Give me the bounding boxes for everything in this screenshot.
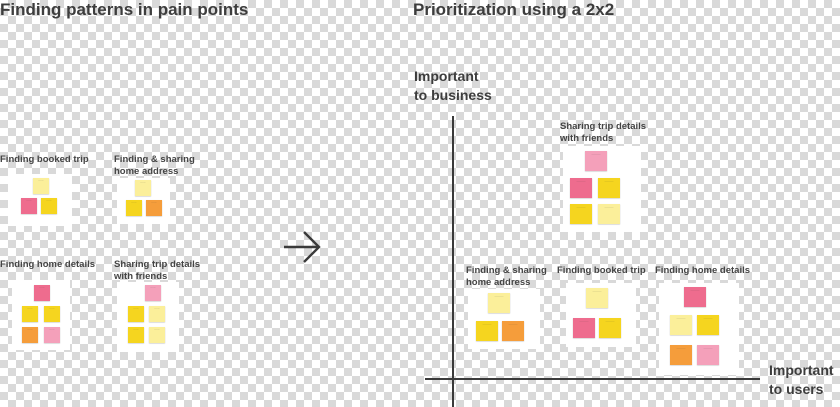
- sticky-note: ······: [34, 285, 50, 301]
- cluster-finding-home-details: ······ ······ ······ ······ ······: [12, 280, 70, 350]
- right-section-title: Prioritization using a 2x2: [413, 0, 615, 19]
- cluster-finding-booked-trip: ········· ········· ·········: [566, 283, 636, 347]
- sticky-note: ·········: [586, 288, 608, 308]
- cluster-sharing-trip-details: ········· ········· ········· ········· …: [563, 146, 641, 232]
- sticky-note: ······: [126, 200, 142, 216]
- sticky-note: ······: [41, 198, 57, 214]
- y-axis-line: [452, 116, 454, 407]
- cluster-label-finding-home-details: Finding home details: [0, 259, 96, 270]
- sticky-note: ······: [128, 327, 144, 343]
- sticky-note: ·········: [598, 204, 620, 224]
- sticky-note: ······: [149, 327, 165, 343]
- sticky-note: ·········: [598, 178, 620, 198]
- sticky-note: ······: [33, 178, 49, 194]
- sticky-note: ·········: [488, 293, 510, 313]
- cluster-finding-sharing-home-address: ········· ········· ·········: [468, 289, 540, 349]
- left-section-title: Finding patterns in pain points: [0, 0, 249, 19]
- cluster-finding-booked-trip: ······ ······ ······: [8, 174, 72, 226]
- sticky-note: ·········: [570, 178, 592, 198]
- cluster-label-finding-booked-trip: Finding booked trip: [0, 154, 89, 165]
- sticky-note: ······: [149, 306, 165, 322]
- cluster-finding-home-details: ········· ········· ········· ········· …: [659, 283, 739, 375]
- sticky-note: ······: [135, 180, 151, 196]
- sticky-note: ·········: [502, 321, 524, 341]
- sticky-note: ······: [146, 200, 162, 216]
- x-axis-line: [425, 378, 760, 380]
- cluster-label-finding-home-details: Finding home details: [655, 265, 751, 276]
- right-arrow-icon: [284, 231, 321, 263]
- sticky-note: ·········: [476, 321, 498, 341]
- cluster-label-finding-sharing-home-address: Finding & sharing home address: [466, 265, 547, 288]
- sticky-note: ······: [44, 306, 60, 322]
- cluster-label-sharing-trip-details: Sharing trip details with friends: [560, 121, 647, 144]
- sticky-note: ·········: [670, 345, 692, 365]
- sticky-note: ······: [22, 327, 38, 343]
- x-axis-label: Important to users: [769, 362, 834, 397]
- sticky-note: ·········: [670, 315, 692, 335]
- sticky-note: ······: [22, 306, 38, 322]
- cluster-label-sharing-trip-details: Sharing trip details with friends: [114, 259, 201, 282]
- sticky-note: ······: [128, 306, 144, 322]
- cluster-label-finding-sharing-home-address: Finding & sharing home address: [114, 154, 195, 177]
- sticky-note: ·········: [570, 204, 592, 224]
- sticky-note: ······: [44, 327, 60, 343]
- sticky-note: ······: [145, 285, 161, 301]
- sticky-note: ·········: [573, 318, 595, 338]
- cluster-label-finding-booked-trip: Finding booked trip: [557, 265, 646, 276]
- cluster-sharing-trip-details: ······ ······ ······ ······ ······: [117, 282, 179, 352]
- y-axis-label: Important to business: [414, 68, 492, 103]
- sticky-note: ·········: [684, 287, 706, 307]
- sticky-note: ·········: [599, 318, 621, 338]
- sticky-note: ·········: [697, 315, 719, 335]
- sticky-note: ·········: [585, 151, 607, 171]
- sticky-note: ·········: [697, 345, 719, 365]
- sticky-note: ······: [21, 198, 37, 214]
- cluster-finding-sharing-home-address: ······ ······ ······: [117, 178, 170, 224]
